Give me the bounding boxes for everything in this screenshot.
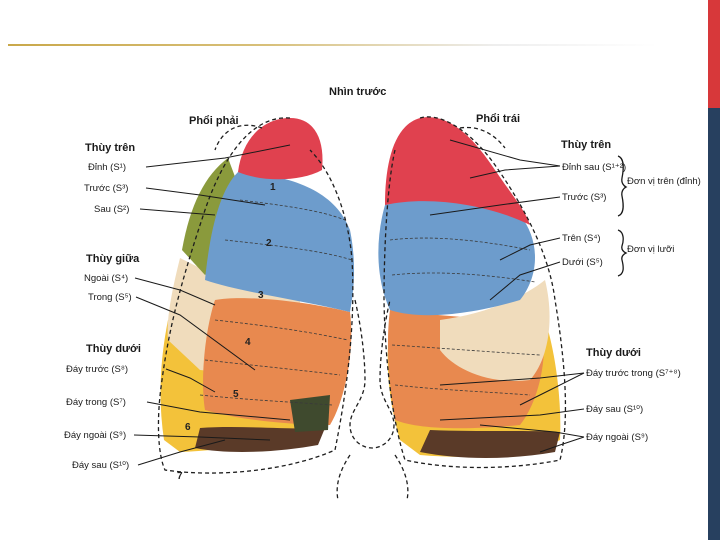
left-lung-outline bbox=[383, 116, 567, 469]
segment-number-3: 3 bbox=[258, 290, 264, 301]
right-s10-label: Đáy sau (S¹⁰) bbox=[72, 460, 129, 471]
left-upper-anterior-segment bbox=[378, 193, 535, 316]
right-s9-label: Đáy ngoài (S⁹) bbox=[64, 430, 126, 441]
left-lung-heading: Phổi trái bbox=[476, 113, 520, 125]
segment-number-5: 5 bbox=[233, 389, 239, 400]
bracket-lingula-unit bbox=[617, 229, 628, 277]
top-divider-line bbox=[8, 44, 658, 46]
right-s4-label: Ngoài (S⁴) bbox=[84, 273, 128, 284]
right-s8-label: Đáy trước (S⁸) bbox=[66, 364, 128, 375]
left-unit-apex-label: Đơn vị trên (đỉnh) bbox=[627, 176, 701, 187]
right-lung-heading: Phổi phải bbox=[189, 115, 239, 127]
right-upper-anterior-segment bbox=[205, 172, 355, 312]
left-upper-lobe-label: Thùy trên bbox=[561, 139, 611, 151]
left-lung-illustration bbox=[378, 116, 567, 469]
right-middle-lobe-label: Thùy giữa bbox=[86, 253, 140, 265]
segment-number-6: 6 bbox=[185, 422, 191, 433]
mediastinum-outline bbox=[349, 299, 395, 449]
accent-bar-red bbox=[708, 0, 720, 108]
bracket-upper-unit bbox=[617, 155, 628, 217]
right-s2-label: Sau (S²) bbox=[94, 204, 129, 215]
right-lower-lobe-anterior bbox=[203, 298, 352, 425]
left-s12-label: Đỉnh sau (S¹⁺²) bbox=[562, 162, 626, 173]
left-lingula bbox=[440, 280, 550, 381]
right-lower-lobe-label: Thùy dưới bbox=[86, 343, 141, 355]
left-s3-label: Trước (S³) bbox=[562, 192, 606, 203]
segment-number-7: 7 bbox=[177, 471, 183, 482]
right-lower-medial-basal bbox=[290, 395, 330, 432]
segment-number-2: 2 bbox=[266, 238, 272, 249]
left-lower-lateral-basal bbox=[420, 430, 560, 458]
left-s4-label: Trên (S⁴) bbox=[562, 233, 601, 244]
segment-number-4: 4 bbox=[245, 337, 251, 348]
left-s10-label: Đáy sau (S¹⁰) bbox=[586, 404, 643, 415]
right-s5-label: Trong (S⁵) bbox=[88, 292, 132, 303]
segment-number-1: 1 bbox=[270, 182, 276, 193]
left-s78-label: Đáy trước trong (S⁷⁺⁸) bbox=[586, 368, 681, 379]
right-s3-label: Trước (S³) bbox=[84, 183, 128, 194]
right-lung-illustration bbox=[157, 117, 355, 474]
right-s1-label: Đỉnh (S¹) bbox=[88, 162, 126, 173]
left-upper-apicoposterior-segment bbox=[385, 117, 530, 225]
left-s5-label: Dưới (S⁵) bbox=[562, 257, 603, 268]
left-lower-lobe-label: Thùy dưới bbox=[586, 347, 641, 359]
left-s9-label: Đáy ngoài (S⁹) bbox=[586, 432, 648, 443]
right-s7-label: Đáy trong (S⁷) bbox=[66, 397, 126, 408]
right-lung-outline bbox=[157, 117, 354, 474]
left-unit-lingula-label: Đơn vị lưỡi bbox=[627, 244, 674, 255]
accent-bar-blue bbox=[708, 108, 720, 540]
right-upper-apical-segment bbox=[238, 118, 323, 180]
right-upper-lobe-label: Thùy trên bbox=[85, 142, 135, 154]
view-title: Nhìn trước bbox=[329, 86, 386, 98]
